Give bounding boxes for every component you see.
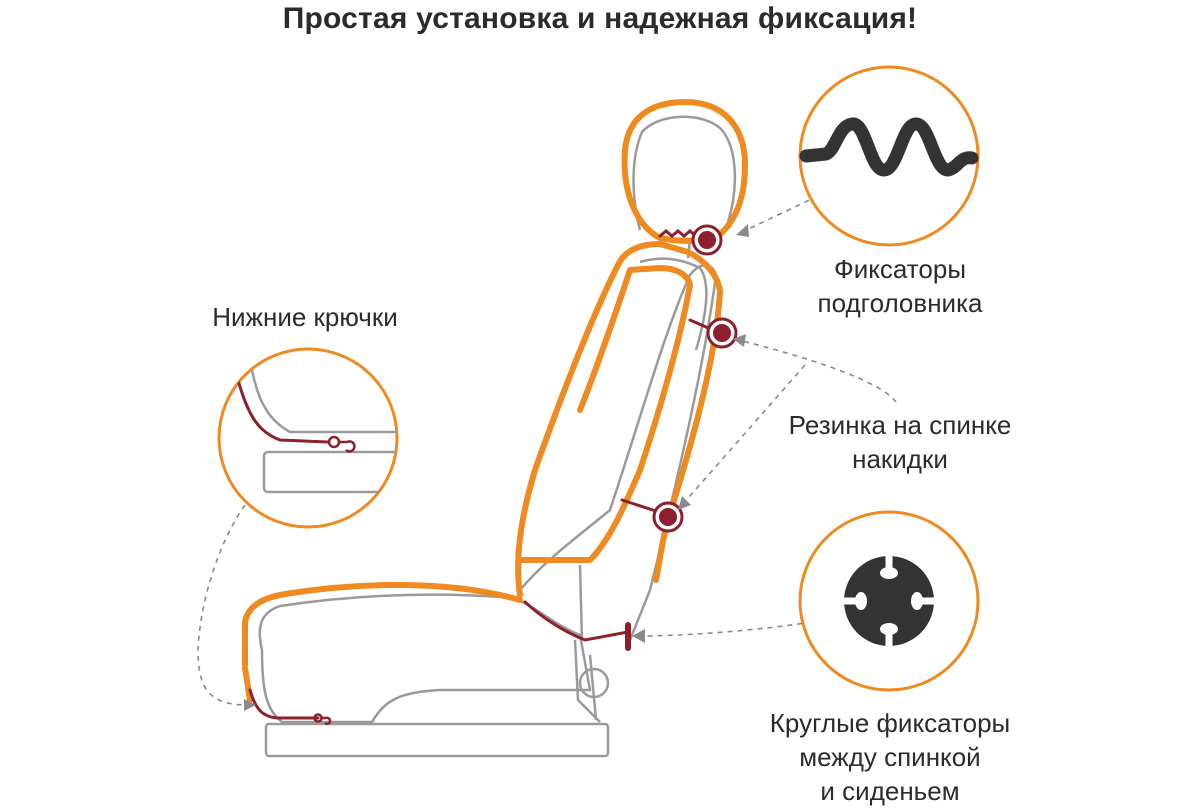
headrest-inner <box>632 115 737 231</box>
hooks-zoom-seat-line <box>250 369 397 434</box>
front-hook <box>313 713 332 726</box>
seat-back-lower-gray <box>578 564 584 641</box>
cover-seat-lower <box>242 665 253 703</box>
label-lower-hooks: Нижние крючки <box>212 302 398 332</box>
seat-strap <box>523 600 630 642</box>
cover-seat <box>242 581 523 668</box>
front-hook-tip <box>321 716 332 726</box>
page-title: Простая установка и надежная фиксация! <box>282 2 918 35</box>
arrow-headrest <box>736 224 749 237</box>
seat-rail <box>264 722 610 758</box>
label-round-fixers: Круглые фиксаторы между спинкой и сидень… <box>760 706 1020 808</box>
label-headrest-fixers: Фиксаторы подголовника <box>800 252 1000 320</box>
back-elastic-ring-lower <box>652 501 684 533</box>
leader-hooks <box>197 504 249 706</box>
headrest-fixer-ring <box>691 224 723 256</box>
label-round-fixers-line-1: Круглые фиксаторы <box>769 708 1011 738</box>
headrest-spring <box>658 229 698 238</box>
seat-cushion-inner <box>258 593 592 724</box>
arrow-elastic-upper <box>733 334 746 347</box>
seat-base-support <box>573 639 601 723</box>
hooks-zoom-rail <box>262 450 397 494</box>
arrow-round-fixer <box>632 629 645 643</box>
label-round-fixers-line-2: между спинкой <box>799 742 981 772</box>
leader-elastic-lower <box>681 364 806 506</box>
callout-lower-hooks <box>217 347 399 529</box>
front-hook-strap <box>248 688 320 720</box>
seat-back-frame-outer <box>519 264 718 641</box>
seat-frame <box>258 115 737 758</box>
label-headrest-fixers-line-1: Фиксаторы <box>833 254 967 284</box>
round-fixer-icon <box>834 546 944 656</box>
leader-elastic-upper <box>737 339 897 403</box>
label-back-elastic: Резинка на спинке накидки <box>780 408 1020 476</box>
cover-backrest <box>515 241 723 598</box>
cover-backrest-front <box>517 265 693 563</box>
cover-headrest <box>621 99 748 244</box>
callout-round-fixers <box>798 510 980 692</box>
arrow-hooks <box>244 699 256 711</box>
label-headrest-fixers-line-2: подголовника <box>817 288 983 318</box>
seat-cover-outline <box>242 99 748 703</box>
fastener-rings <box>652 224 738 533</box>
back-elastic-ring-upper <box>706 317 738 349</box>
leader-arrowheads <box>244 224 749 711</box>
fasteners <box>248 229 724 720</box>
callout-headrest-fixers <box>798 65 980 247</box>
label-back-elastic-line-1: Резинка на спинке <box>788 410 1012 440</box>
spring-icon <box>799 117 979 177</box>
leader-headrest <box>741 195 819 233</box>
arrow-elastic-lower <box>678 496 691 510</box>
label-back-elastic-line-2: накидки <box>852 444 948 474</box>
hooks-zoom-strap <box>236 379 329 444</box>
leader-round-fixer <box>635 621 813 637</box>
leader-lines <box>197 195 897 706</box>
hooks-zoom-hook <box>339 440 356 453</box>
recline-knob <box>578 667 610 699</box>
